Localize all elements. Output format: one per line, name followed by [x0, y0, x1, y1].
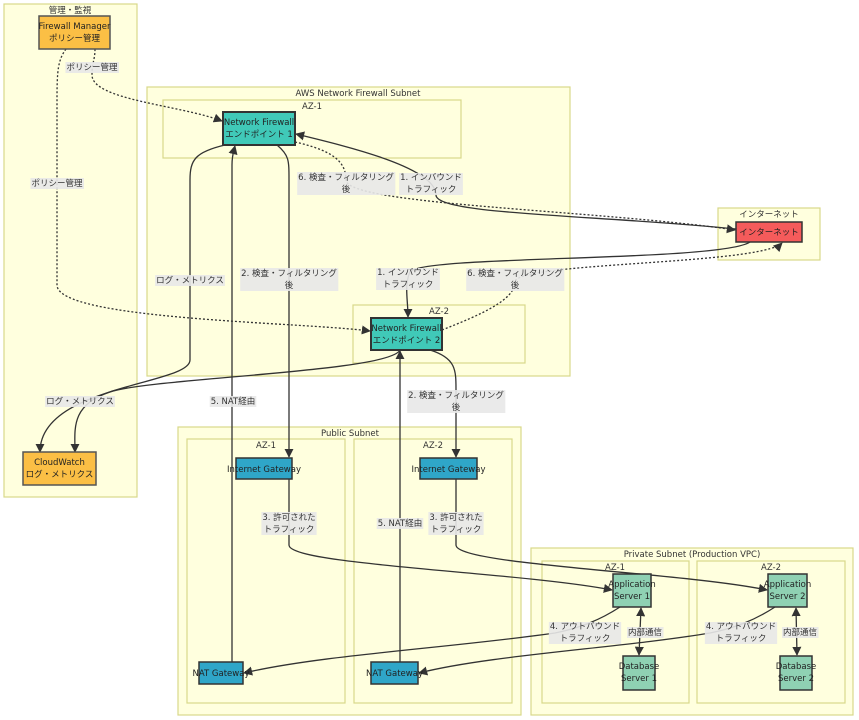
edge-nf2-cw: [70, 349, 401, 453]
edge-label: 3. 許可されたトラフィック: [262, 512, 315, 535]
edge-nf1-cw: [35, 144, 226, 453]
svg-text:Internet Gateway: Internet Gateway: [227, 465, 301, 475]
edge-label: ポリシー管理: [66, 62, 118, 73]
svg-text:Internet Gateway: Internet Gateway: [411, 465, 485, 475]
svg-text:Private Subnet (Production VPC: Private Subnet (Production VPC): [624, 550, 761, 560]
cluster-internet: インターネット: [717, 207, 821, 261]
cluster-management: 管理・監視: [3, 3, 138, 498]
edge-label: 5. NAT経由: [211, 396, 256, 407]
edge-label-background: [240, 268, 339, 291]
edge-label: 3. 許可されたトラフィック: [429, 512, 482, 535]
node-internet-gateway-2[interactable]: Internet Gateway: [411, 457, 486, 480]
svg-text:AZ-1: AZ-1: [302, 102, 322, 112]
svg-text:AZ-2: AZ-2: [761, 563, 781, 573]
edge-label-background: [65, 62, 119, 73]
node-nat-gateway-2[interactable]: NAT Gateway: [366, 661, 423, 685]
edge-label-background: [399, 173, 463, 195]
svg-text:NAT Gateway: NAT Gateway: [193, 669, 250, 679]
edge-label-background: [261, 512, 317, 535]
edge-nat1-nf1: [228, 145, 238, 662]
node-internet[interactable]: インターネット: [735, 221, 803, 243]
edge-label-background: [376, 268, 440, 290]
node-internet-gateway-1[interactable]: Internet Gateway: [227, 457, 301, 480]
edge-fm-nf1: [91, 48, 223, 123]
svg-text:管理・監視: 管理・監視: [49, 5, 92, 16]
edge-igw1-app1: [288, 479, 613, 593]
edge-inet-nf1: [295, 131, 737, 230]
edge-label: 4. アウトバウンドトラフィック: [706, 622, 776, 644]
svg-text:AZ-1: AZ-1: [605, 563, 625, 573]
edge-label: 2. 検査・フィルタリング後: [408, 390, 504, 413]
edge-label: ポリシー管理: [31, 178, 83, 189]
edge-label: 2. 検査・フィルタリング後: [241, 268, 337, 291]
edge-label: 1. インバウンドトラフィック: [400, 173, 462, 195]
edge-label-background: [297, 172, 396, 195]
edge-label: 4. アウトバウンドトラフィック: [550, 622, 620, 644]
edge-nf1-igw1: [276, 144, 294, 458]
edge-label-background: [30, 178, 84, 189]
edge-label-background: [626, 627, 664, 638]
edge-label-background: [781, 627, 819, 638]
edge-label-background: [155, 275, 225, 286]
svg-text:インターネット: インターネット: [739, 210, 799, 220]
edge-label-background: [466, 268, 565, 291]
edge-label-background: [209, 396, 257, 407]
edge-label: 6. 検査・フィルタリング後: [467, 268, 563, 291]
edge-fm-nf2: [56, 48, 371, 335]
edge-label: 内部通信: [628, 627, 663, 638]
edge-nf2-igw2: [429, 349, 461, 458]
edge-label: ログ・メトリクス: [156, 275, 224, 286]
edge-label: 6. 検査・フィルタリング後: [298, 172, 394, 195]
cluster-fw-az1: AZ-1: [162, 99, 462, 159]
edge-label: 内部通信: [783, 627, 818, 638]
edge-label-background: [376, 518, 424, 529]
edge-label-background: [548, 622, 622, 644]
svg-text:AWS Network Firewall Subnet: AWS Network Firewall Subnet: [296, 89, 422, 99]
svg-text:AZ-1: AZ-1: [256, 441, 276, 451]
edge-label-background: [407, 390, 506, 413]
node-nat-gateway-1[interactable]: NAT Gateway: [193, 661, 250, 685]
cluster-public-az1: AZ-1: [186, 438, 346, 704]
edge-label: 5. NAT経由: [378, 518, 423, 529]
edge-label-background: [428, 512, 484, 535]
svg-text:AZ-2: AZ-2: [423, 441, 443, 451]
edge-igw2-app2: [455, 479, 768, 593]
edge-nf2-inet: [441, 242, 783, 331]
svg-text:インターネット: インターネット: [739, 228, 799, 238]
cluster-public-az2: AZ-2: [353, 438, 513, 704]
edge-label-background: [704, 622, 778, 644]
svg-text:Public Subnet: Public Subnet: [321, 429, 380, 439]
edge-label-background: [45, 396, 115, 407]
edge-label: 1. インバウンドトラフィック: [377, 268, 439, 290]
edge-inet-nf2: [403, 241, 751, 318]
edge-label: ログ・メトリクス: [46, 396, 114, 407]
svg-text:AZ-2: AZ-2: [429, 307, 449, 317]
svg-text:NAT Gateway: NAT Gateway: [366, 669, 423, 679]
